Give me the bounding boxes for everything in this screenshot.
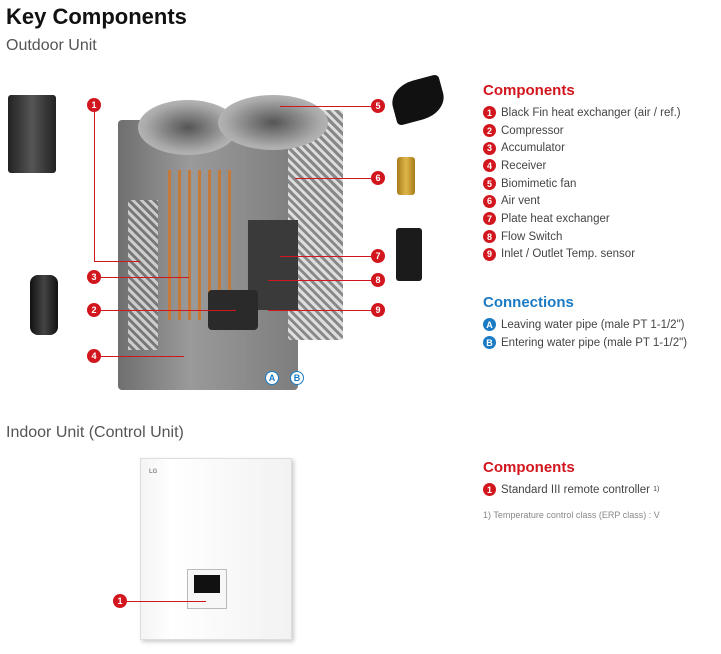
plate-heat-exchanger-image (396, 228, 422, 281)
air-vent-image (397, 157, 415, 195)
callout-9: 9 (371, 303, 385, 317)
callout-3: 3 (87, 270, 101, 284)
indoor-components-title: Components (483, 459, 575, 476)
connections-title: Connections (483, 294, 574, 311)
callout-6: 6 (371, 171, 385, 185)
footnote: 1) Temperature control class (ERP class)… (483, 510, 660, 520)
callout-5: 5 (371, 99, 385, 113)
outdoor-unit-illustration (108, 95, 348, 398)
compressor-image (30, 275, 58, 335)
indoor-heading: Indoor Unit (Control Unit) (6, 424, 184, 441)
page-title: Key Components (6, 4, 187, 29)
callout-7: 7 (371, 249, 385, 263)
fan-image (387, 73, 449, 127)
callout-4: 4 (87, 349, 101, 363)
callout-b: B (290, 371, 304, 385)
callout-8: 8 (371, 273, 385, 287)
callout-2: 2 (87, 303, 101, 317)
heat-exchanger-image (8, 95, 56, 173)
indoor-unit-illustration: LG (140, 458, 292, 640)
lg-logo: LG (149, 469, 158, 475)
callout-a: A (265, 371, 279, 385)
indoor-callout-1: 1 (113, 594, 127, 608)
components-title: Components (483, 82, 575, 99)
remote-controller (187, 569, 227, 609)
outdoor-heading: Outdoor Unit (6, 37, 97, 54)
callout-1: 1 (87, 98, 101, 112)
